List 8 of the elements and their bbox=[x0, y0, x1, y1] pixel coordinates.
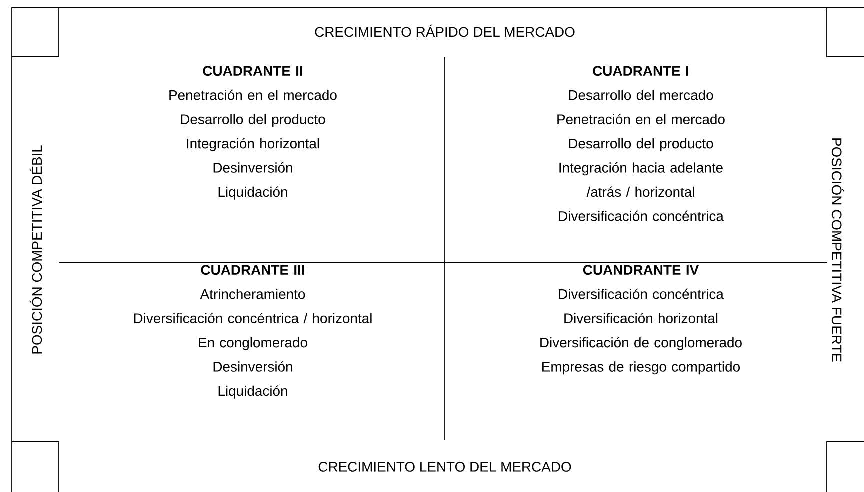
axis-label: CRECIMIENTO RÁPIDO DEL MERCADO bbox=[315, 24, 575, 38]
quadrant-text: CUADRANTE II Penetración en el mercado Desarrollo del producto Integración horizontal Desinversión Liquidación bbox=[170, 66, 337, 200]
quadrant-text: CUANDRANTE IV Diversificación concéntrica Diversificación horizontal Diversificación de conglomerado Empresas de riesgo compartido bbox=[540, 265, 742, 375]
quadrant-text: CUADRANTE III Atrincheramiento Diversificación concéntrica / horizontal En conglomerado Desinversión Liquidación bbox=[134, 265, 372, 399]
axis-label: CRECIMIENTO LENTO DEL MERCADO bbox=[318, 462, 572, 472]
axis-label: POSICIÓN COMPETITIVA DÉBIL bbox=[30, 146, 42, 354]
quadrant-text: CUADRANTE I Desarrollo del mercado Penetración en el mercado Desarrollo del producto Integración hacia adelante /atrás / horizontal Diversificación concéntrica bbox=[558, 66, 725, 222]
axis-label: POSICIÓN COMPETITIVA FUERTE bbox=[832, 138, 844, 362]
